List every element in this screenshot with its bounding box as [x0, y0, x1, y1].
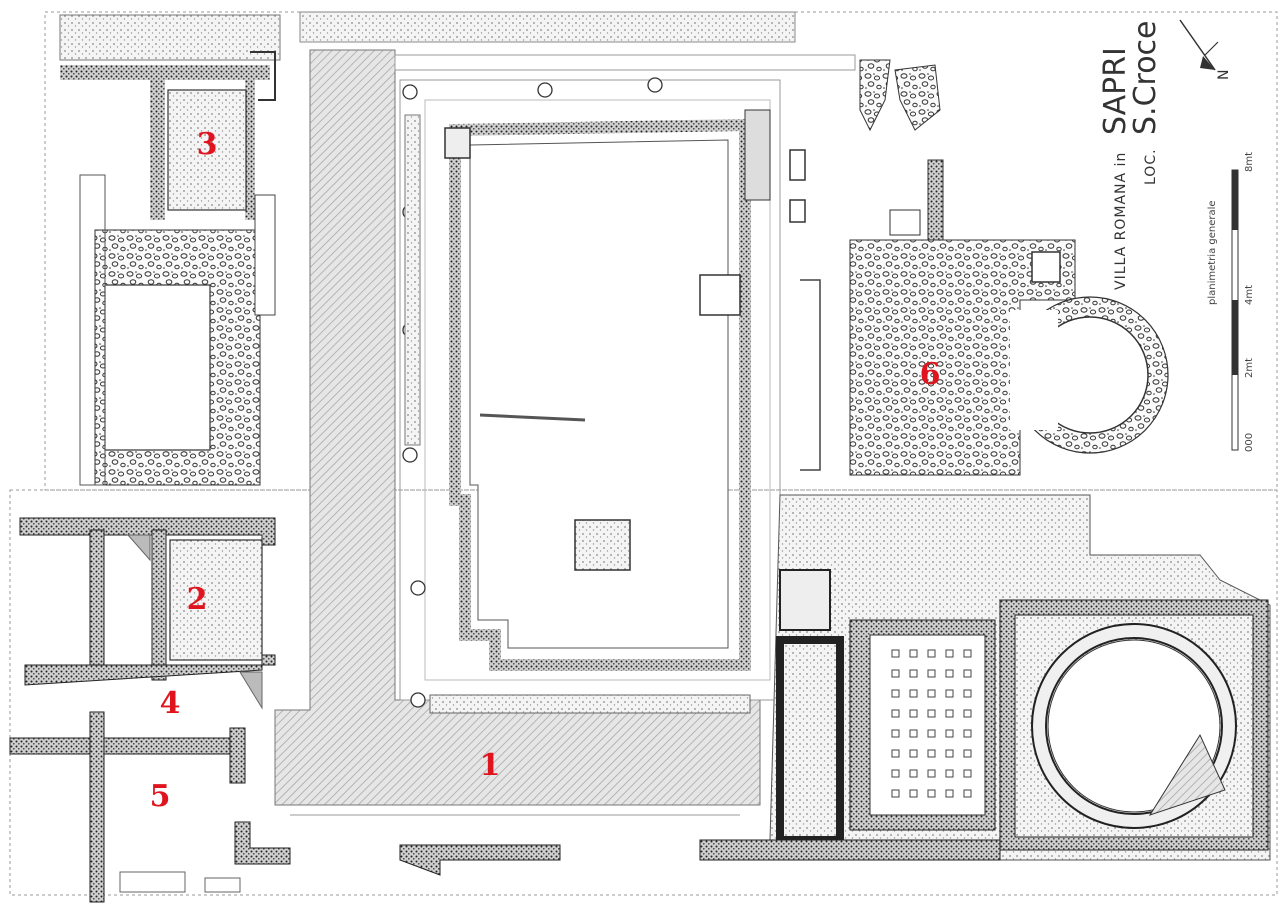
scale-label: planimetria generale	[1207, 200, 1218, 305]
hypocaust-pillar	[891, 649, 900, 658]
hypocaust-pillar	[963, 749, 972, 758]
hypocaust-pillar	[963, 649, 972, 658]
area-label-2: 2	[187, 582, 208, 617]
apse-area-6	[789, 59, 1169, 476]
area-label-6: 6	[920, 357, 941, 392]
scale-tick-4: 4mt	[1244, 285, 1255, 305]
hypocaust-pillar	[909, 669, 918, 678]
scale-tick-8: 8mt	[1244, 152, 1255, 172]
hypocaust-pillar	[891, 669, 900, 678]
title-line1-main: SAPRI	[1098, 47, 1133, 135]
hypocaust-pillar	[927, 649, 936, 658]
hypocaust-pillar	[927, 769, 936, 778]
hypocaust-pillar	[963, 729, 972, 738]
title-block: VILLA ROMANA in SAPRI	[1098, 47, 1133, 290]
hypocaust-pillar	[891, 689, 900, 698]
hypocaust-pillar	[945, 769, 954, 778]
hypocaust-pillar	[927, 669, 936, 678]
hypocaust-pillar	[963, 769, 972, 778]
hypocaust-pillar	[945, 729, 954, 738]
hypocaust-pillar	[909, 769, 918, 778]
hypocaust-pillar	[891, 789, 900, 798]
hypocaust-pillar	[927, 789, 936, 798]
hypocaust-pillar	[963, 709, 972, 718]
area-label-5: 5	[150, 779, 171, 814]
title-line2-prefix: LOC.	[1143, 148, 1159, 185]
hypocaust-pillar	[945, 669, 954, 678]
peristyle-court	[394, 54, 856, 714]
bath-complex	[699, 494, 1271, 861]
hypocaust-pillar	[945, 709, 954, 718]
left-bottom-rooms	[9, 517, 561, 903]
left-top-rooms	[59, 14, 281, 486]
hypocaust-pillar	[963, 789, 972, 798]
hypocaust-pillar	[945, 749, 954, 758]
title-line1-prefix: VILLA ROMANA in	[1113, 152, 1129, 290]
left-bottom-details	[119, 534, 263, 893]
hypocaust-pillar	[909, 749, 918, 758]
hypocaust-pillar	[891, 769, 900, 778]
scale-tick-2: 2mt	[1244, 358, 1255, 378]
corridor-area-1	[274, 11, 796, 816]
hypocaust-pillar	[909, 689, 918, 698]
hypocaust-pillar	[927, 709, 936, 718]
title-line2-main: S.Croce	[1128, 20, 1163, 135]
scale-bar: planimetria generale 000 2mt 4mt 8mt	[1207, 152, 1255, 452]
hypocaust-pillar	[945, 789, 954, 798]
hypocaust-pillar	[927, 729, 936, 738]
hypocaust-pillar	[891, 749, 900, 758]
hypocaust-pillar	[891, 729, 900, 738]
north-label: N	[1216, 69, 1232, 80]
title-block-line2: LOC. S.Croce	[1128, 20, 1163, 185]
north-arrow: N	[1179, 19, 1232, 80]
hypocaust-pillar	[963, 689, 972, 698]
area-labels: 1 2 3 4 5 6	[150, 127, 941, 814]
hypocaust-pillar	[927, 749, 936, 758]
hypocaust-pillar	[891, 709, 900, 718]
hypocaust-pillar	[945, 649, 954, 658]
hypocaust-pillar	[945, 689, 954, 698]
hypocaust-pillar	[927, 689, 936, 698]
scale-tick-0: 000	[1244, 433, 1255, 452]
area-label-1: 1	[480, 748, 501, 783]
room-area-2	[169, 539, 263, 661]
hypocaust-pillar	[909, 789, 918, 798]
hypocaust-pillar	[909, 709, 918, 718]
hypocaust-pillar	[963, 669, 972, 678]
hypocaust-pillars	[891, 649, 972, 798]
hypocaust-pillar	[909, 729, 918, 738]
sheet-boundaries	[9, 11, 1278, 896]
area-label-3: 3	[197, 127, 218, 162]
area-label-4: 4	[160, 686, 181, 721]
hypocaust-pillar	[909, 649, 918, 658]
